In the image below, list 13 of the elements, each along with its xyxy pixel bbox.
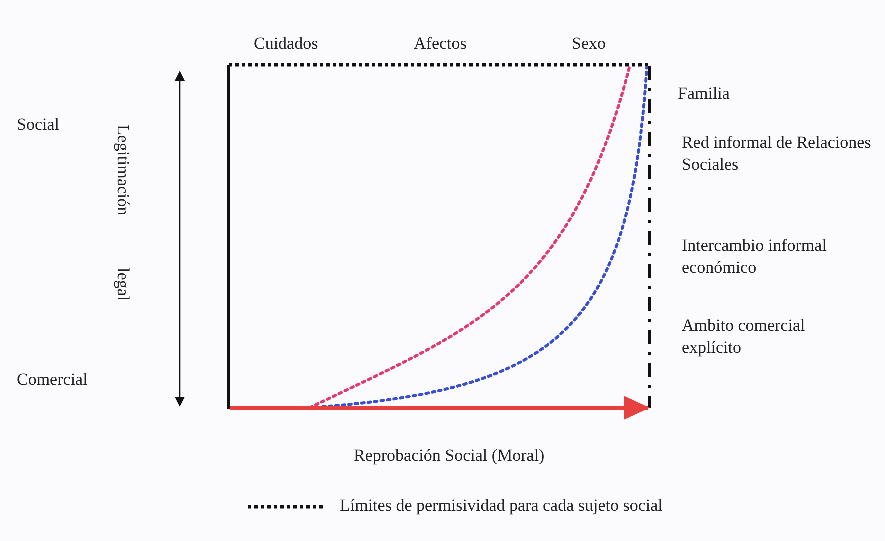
label: Afectos	[414, 33, 467, 55]
label: legal	[113, 268, 134, 302]
legend-text: Límites de permisividad para cada sujeto social	[340, 495, 663, 517]
label: Sexo	[572, 33, 606, 55]
label: Social	[17, 114, 60, 136]
label: Ambito comercial explícito	[682, 315, 806, 360]
label: Reprobación Social (Moral)	[354, 445, 545, 467]
label: Familia	[678, 83, 730, 105]
label: Intercambio informal económico	[682, 235, 828, 280]
label: Comercial	[17, 369, 88, 391]
label: Legitimación	[113, 125, 134, 216]
label: Cuidados	[254, 33, 318, 55]
label: Red informal de Relaciones Sociales	[682, 132, 872, 176]
